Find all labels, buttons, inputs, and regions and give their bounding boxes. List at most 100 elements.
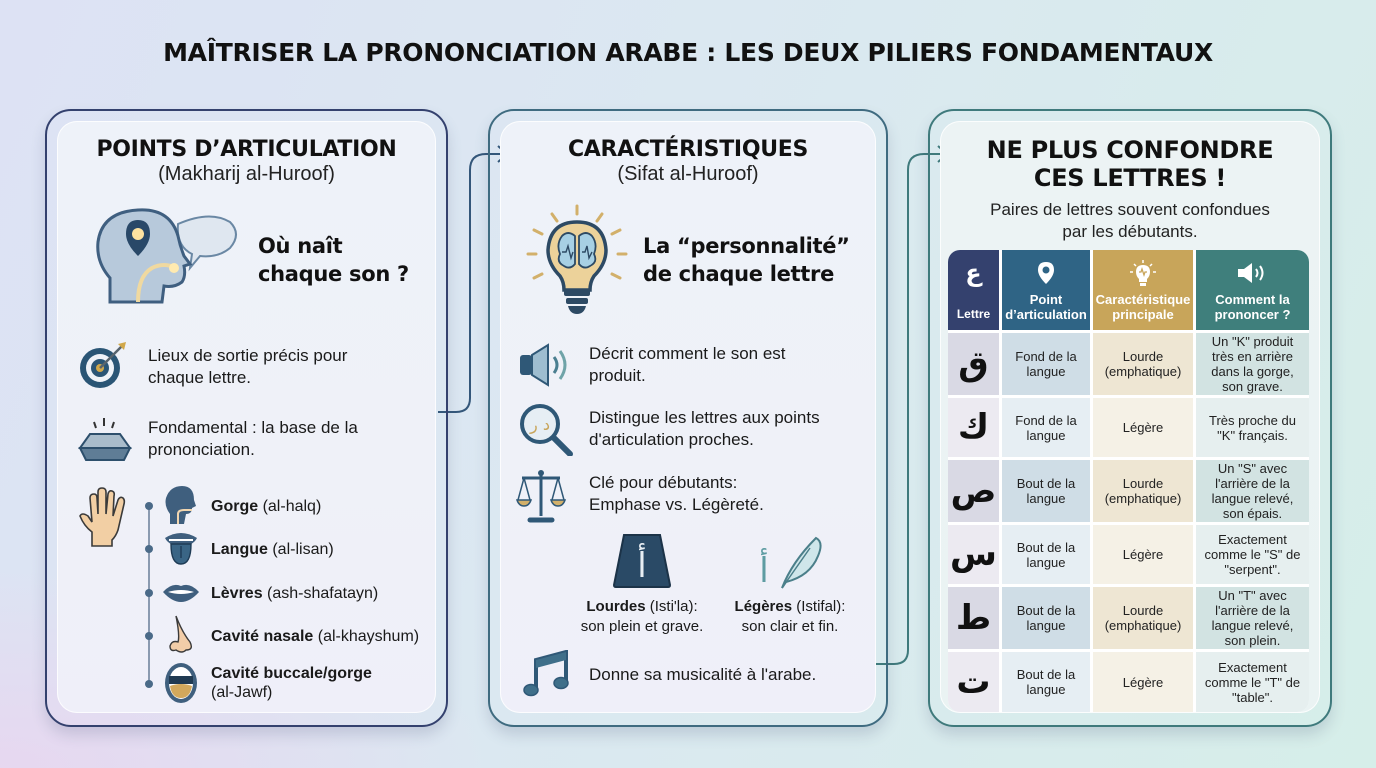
svg-text:د ر: د ر: [529, 415, 550, 435]
panel2-bullet: Distingue les lettres aux points d'artic…: [589, 407, 820, 451]
header-line: Point: [1029, 292, 1063, 307]
location-pin-icon: [1002, 258, 1090, 288]
letter-cell: ط: [948, 587, 999, 649]
panel2-music-text: Donne sa musicalité à l'arabe.: [589, 665, 817, 684]
letter-cell: ك: [948, 398, 999, 457]
panel2-bullet: Décrit comment le son est produit.: [589, 343, 786, 387]
letter-cell: ص: [948, 460, 999, 522]
nose-icon: [169, 615, 193, 653]
organ-name: Cavité nasale: [211, 628, 314, 645]
head-with-location-pin-icon: [96, 208, 237, 304]
header-line: Caractéristique: [1095, 292, 1191, 307]
caption-bold: Légères: [734, 598, 793, 615]
timeline-dot: [145, 589, 153, 597]
throat-icon: [165, 486, 196, 524]
header-letter: ع Lettre: [948, 250, 999, 330]
timeline-dot: [145, 545, 153, 553]
organ-arabic: (al-halq): [262, 498, 322, 515]
heavy-letter-weight-icon: أ: [612, 534, 672, 588]
characteristic-cell: Lourde (emphatique): [1093, 333, 1193, 395]
caption-desc: son clair et fin.: [741, 618, 839, 635]
panel2-subtitle: (Sifat al-Huroof): [617, 163, 759, 185]
characteristic-cell: Lourde (emphatique): [1093, 587, 1193, 649]
organ-item: Gorge (al-halq): [211, 497, 321, 516]
letter-cell: ت: [948, 652, 999, 712]
pronunciation-cell: Exactement comme le "T" de "table".: [1196, 652, 1309, 712]
panel1-bullet: Fondamental : la base de la prononciatio…: [148, 417, 358, 461]
magnifier-icon: د ر: [520, 404, 573, 456]
timeline-dot: [145, 502, 153, 510]
header-line: prononcer ?: [1214, 307, 1291, 322]
speaker-icon: [520, 343, 567, 387]
point-cell: Bout de la langue: [1002, 587, 1090, 649]
bullet-line: chaque lettre.: [148, 368, 252, 387]
bullet-line: Décrit comment le son est: [589, 344, 786, 363]
foundation-block-icon: [78, 418, 132, 461]
main-title: MAÎTRISER LA PRONONCIATION ARABE : LES D…: [163, 38, 1213, 67]
header-label: Lettre: [956, 307, 991, 321]
organ-item: Cavité buccale/gorge(al-Jawf): [211, 664, 372, 702]
hand-five-fingers-icon: [79, 487, 126, 547]
panel1-lead: Où naît chaque son ?: [258, 232, 409, 288]
lightbulb-brain-icon: [526, 204, 628, 314]
panel1-title: POINTS D’ARTICULATION: [96, 137, 397, 162]
panel-inner: [500, 121, 876, 713]
pronunciation-cell: Très proche du "K" français.: [1196, 398, 1309, 457]
target-icon: [80, 342, 126, 388]
header-line: principale: [1112, 307, 1174, 322]
bullet-line: Clé pour débutants:: [589, 473, 738, 492]
speaker-icon: [1196, 258, 1309, 288]
panel-characteristics: [488, 109, 888, 727]
organ-name: Lèvres: [211, 585, 263, 602]
organ-arabic: (al-lisan): [272, 541, 334, 558]
panel2-bullet: Clé pour débutants: Emphase vs. Légèreté…: [589, 472, 764, 516]
pronunciation-cell: Un "K" produit très en arrière dans la g…: [1196, 333, 1309, 395]
characteristic-cell: Lourde (emphatique): [1093, 460, 1193, 522]
organ-item: Lèvres (ash-shafatayn): [211, 584, 378, 603]
subtitle-line: Paires de lettres souvent confondues: [990, 200, 1270, 219]
lead-line: de chaque lettre: [643, 262, 835, 286]
characteristic-cell: Légère: [1093, 525, 1193, 584]
scales-icon: [516, 470, 566, 523]
bullet-line: d'articulation proches.: [589, 430, 754, 449]
title-line: NE PLUS CONFONDRE: [986, 136, 1274, 164]
panel2-title: CARACTÉRISTIQUES: [567, 137, 809, 162]
light-letters-caption: Légères (Istifal): son clair et fin.: [722, 597, 858, 637]
timeline-dot: [145, 680, 153, 688]
lips-icon: [163, 584, 199, 602]
letter-cell: س: [948, 525, 999, 584]
lead-line: chaque son ?: [258, 262, 409, 286]
lead-line: Où naît: [258, 234, 343, 258]
header-line: d’articulation: [1005, 307, 1087, 322]
bullet-line: prononciation.: [148, 440, 255, 459]
point-cell: Fond de la langue: [1002, 398, 1090, 457]
panel2-lead: La “personnalité” de chaque lettre: [643, 232, 850, 288]
point-cell: Fond de la langue: [1002, 333, 1090, 395]
bullet-line: Lieux de sortie précis pour: [148, 346, 348, 365]
point-cell: Bout de la langue: [1002, 460, 1090, 522]
caption-term: (Istifal):: [792, 598, 846, 615]
music-note-icon: [523, 650, 569, 697]
organ-name: Langue: [211, 541, 268, 558]
tongue-icon: [165, 533, 197, 565]
organ-item: Langue (al-lisan): [211, 540, 334, 559]
open-mouth-icon: [165, 663, 197, 703]
point-cell: Bout de la langue: [1002, 652, 1090, 712]
characteristic-cell: Légère: [1093, 652, 1193, 712]
caption-line: Lourdes (Isti'la):: [572, 597, 712, 617]
pronunciation-cell: Un "S" avec l'arrière de la langue relev…: [1196, 460, 1309, 522]
characteristic-cell: Légère: [1093, 398, 1193, 457]
ain-letter-icon: ع: [965, 258, 982, 287]
caption-line: Légères (Istifal):: [722, 597, 858, 617]
organ-arabic: (al-khayshum): [317, 628, 420, 645]
light-letter-feather-icon: أ: [759, 536, 822, 591]
pronunciation-cell: Un "T" avec l'arrière de la langue relev…: [1196, 587, 1309, 649]
letter-cell: ق: [948, 333, 999, 395]
bullet-line: Distingue les lettres aux points: [589, 408, 820, 427]
organ-arabic: (al-Jawf): [211, 684, 273, 701]
